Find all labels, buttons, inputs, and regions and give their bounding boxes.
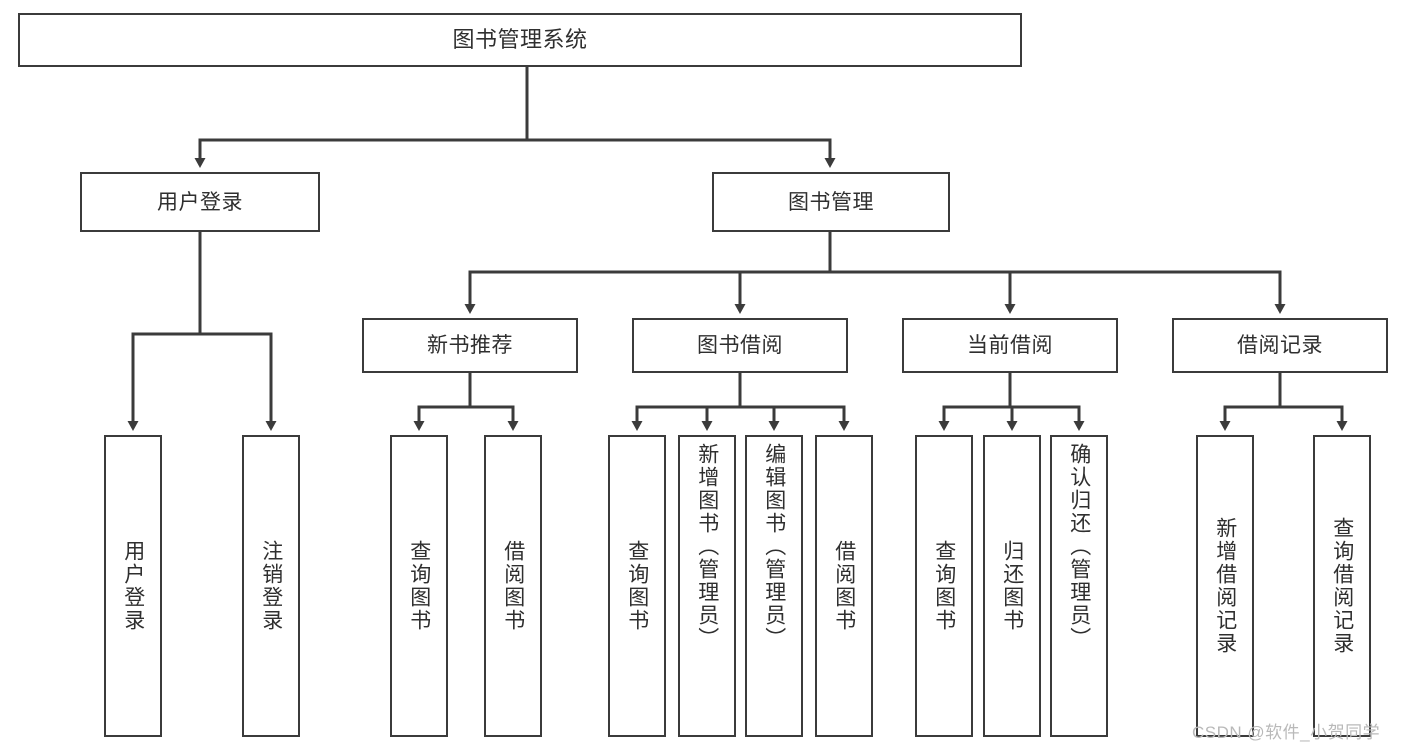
node-leaf-10-label: 归还图书: [1000, 540, 1024, 632]
node-leaf-2[interactable]: 注销登录: [242, 435, 300, 737]
node-leaf-7[interactable]: 编辑图书（管理员）: [745, 435, 803, 737]
node-level1-1-label: 用户登录: [157, 190, 243, 214]
node-level2-1[interactable]: 新书推荐: [362, 318, 578, 373]
node-level1-1[interactable]: 用户登录: [80, 172, 320, 232]
node-leaf-1-label: 用户登录: [121, 540, 145, 632]
node-leaf-10[interactable]: 归还图书: [983, 435, 1041, 737]
node-leaf-8[interactable]: 借阅图书: [815, 435, 873, 737]
node-leaf-4-label: 借阅图书: [501, 540, 525, 632]
node-leaf-11-label: 确认归还（管理员）: [1067, 443, 1091, 650]
node-leaf-8-label: 借阅图书: [832, 540, 856, 632]
node-level2-4-label: 借阅记录: [1237, 334, 1323, 357]
node-leaf-12-label: 新增借阅记录: [1213, 517, 1237, 655]
node-leaf-6[interactable]: 新增图书（管理员）: [678, 435, 736, 737]
node-level2-2-label: 图书借阅: [697, 334, 783, 357]
node-leaf-7-label: 编辑图书（管理员）: [762, 443, 786, 650]
node-root-label: 图书管理系统: [452, 27, 588, 52]
node-leaf-9[interactable]: 查询图书: [915, 435, 973, 737]
node-level2-1-label: 新书推荐: [427, 334, 513, 357]
node-leaf-6-label: 新增图书（管理员）: [695, 443, 719, 650]
node-level2-3[interactable]: 当前借阅: [902, 318, 1118, 373]
node-level1-2-label: 图书管理: [788, 190, 874, 214]
node-leaf-5-label: 查询图书: [625, 540, 649, 632]
node-leaf-3-label: 查询图书: [407, 540, 431, 632]
watermark: CSDN @软件_小贺同学: [1192, 723, 1381, 742]
node-leaf-5[interactable]: 查询图书: [608, 435, 666, 737]
node-level2-2[interactable]: 图书借阅: [632, 318, 848, 373]
node-level2-4[interactable]: 借阅记录: [1172, 318, 1388, 373]
node-leaf-2-label: 注销登录: [259, 540, 283, 632]
node-level1-2[interactable]: 图书管理: [712, 172, 950, 232]
node-leaf-4[interactable]: 借阅图书: [484, 435, 542, 737]
node-leaf-9-label: 查询图书: [932, 540, 956, 632]
node-leaf-1[interactable]: 用户登录: [104, 435, 162, 737]
node-leaf-13-label: 查询借阅记录: [1330, 517, 1354, 655]
node-leaf-13[interactable]: 查询借阅记录: [1313, 435, 1371, 737]
node-leaf-3[interactable]: 查询图书: [390, 435, 448, 737]
node-root[interactable]: 图书管理系统: [18, 13, 1022, 67]
node-level2-3-label: 当前借阅: [967, 334, 1053, 357]
node-leaf-12[interactable]: 新增借阅记录: [1196, 435, 1254, 737]
node-leaf-11[interactable]: 确认归还（管理员）: [1050, 435, 1108, 737]
